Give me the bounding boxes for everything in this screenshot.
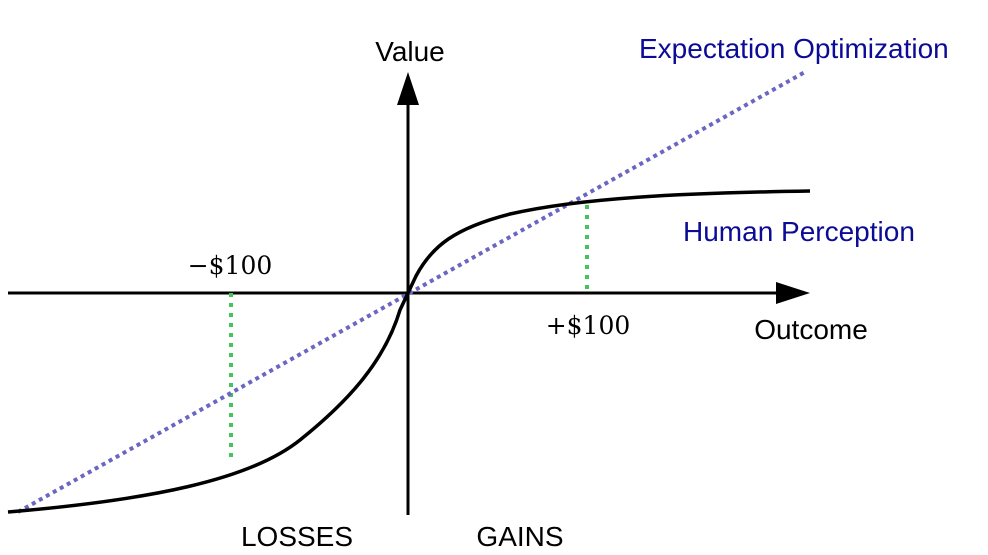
gain-tick-label: +$100 xyxy=(546,311,631,340)
expectation-optimization-line xyxy=(17,70,806,514)
y-axis-arrowhead xyxy=(397,72,419,105)
gains-region-label: GAINS xyxy=(476,521,563,552)
human-perception-curve xyxy=(7,189,811,514)
x-axis-arrowhead xyxy=(776,282,810,304)
losses-region-label: LOSSES xyxy=(241,521,353,552)
expectation-optimization-label: Expectation Optimization xyxy=(639,33,949,64)
loss-tick-label: −$100 xyxy=(188,251,273,280)
x-axis-label: Outcome xyxy=(754,314,868,345)
human-perception-label: Human Perception xyxy=(683,216,915,247)
y-axis-label: Value xyxy=(375,36,445,67)
